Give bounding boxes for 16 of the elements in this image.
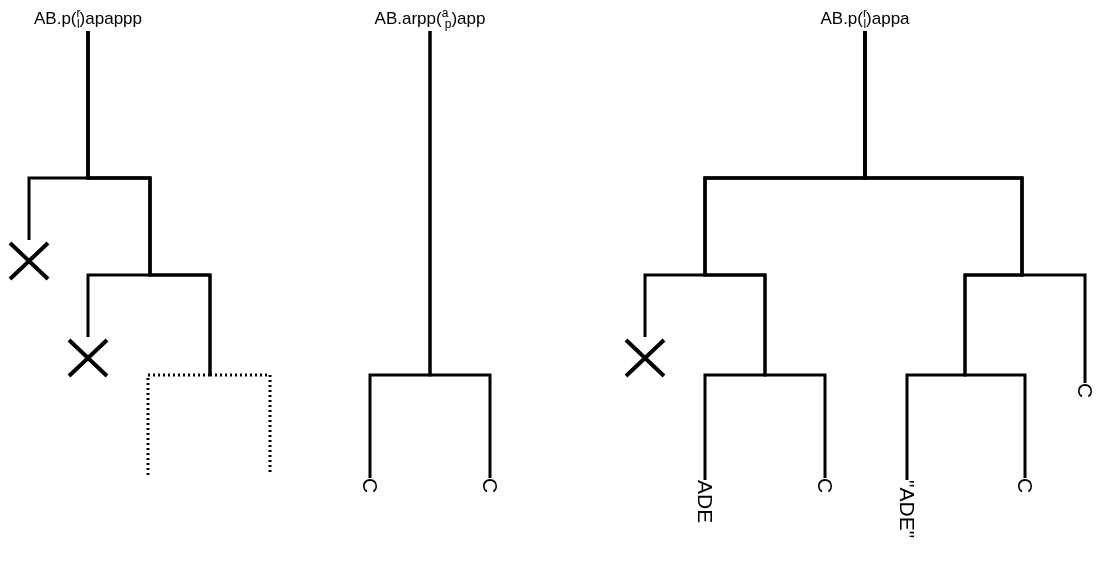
- cell-fate-label: C: [814, 478, 836, 494]
- cell-lineage-title: AB.p($^{r}$$_{l}$)apappp: [34, 8, 142, 31]
- cell-fate-label: C: [359, 478, 381, 494]
- cell-fate-label: C: [1014, 478, 1036, 494]
- cross-mark: [7, 240, 51, 282]
- branch-line: [863, 31, 1087, 383]
- cell-lineage-title: AB.arpp($^{a}$$_{p}$)app: [374, 8, 486, 31]
- cross-mark: [66, 337, 110, 379]
- branch-line: [428, 31, 492, 478]
- cell-fate-label: C: [1074, 383, 1096, 399]
- cell-fate-label: ADE: [694, 480, 716, 524]
- cell-lineage-title: AB.p($^{r}$$_{l}$)appa: [820, 8, 910, 31]
- cross-mark: [623, 337, 667, 379]
- cell-fate-label: C: [479, 478, 501, 494]
- dotted-branch-line: [86, 31, 272, 475]
- cell-fate-label: "ADE": [896, 480, 918, 539]
